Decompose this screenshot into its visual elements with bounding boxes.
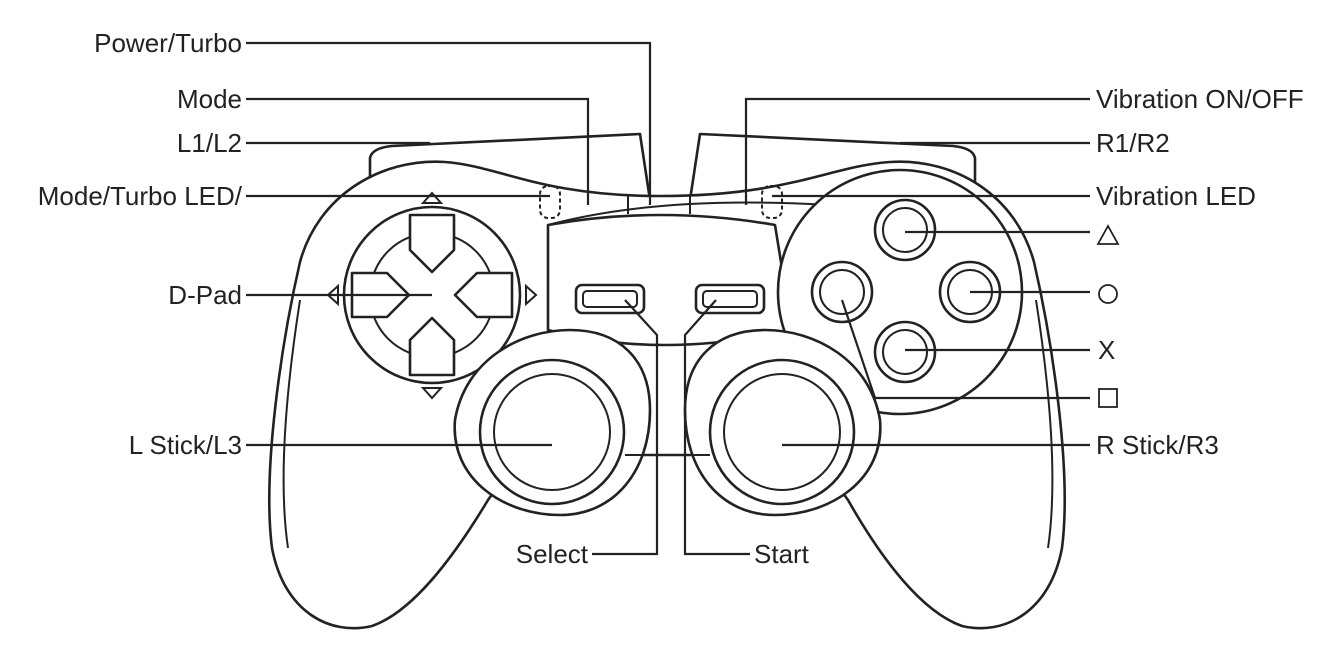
right-grip-contour — [1035, 299, 1054, 549]
circle-icon — [1098, 284, 1118, 304]
leader-start — [683, 299, 750, 556]
mode-turbo-led-indicator — [539, 185, 561, 219]
d-pad-right-arrow-icon — [525, 283, 538, 307]
d-pad-down-arrow-icon — [420, 387, 444, 400]
vibration-led-indicator — [761, 185, 783, 219]
label-mode: Mode — [177, 84, 242, 114]
leader-vibration-on-off — [744, 97, 1090, 205]
label-l1-l2: L1/L2 — [177, 128, 242, 158]
square-button-inner — [819, 269, 865, 315]
leader-mode — [246, 97, 590, 205]
d-pad-up[interactable] — [408, 213, 456, 274]
leader-power-turbo — [246, 41, 652, 205]
label-vibration-on-off: Vibration ON/OFF — [1096, 84, 1304, 114]
label-r-stick-r3: R Stick/R3 — [1096, 430, 1219, 460]
left-analog-stick[interactable] — [453, 328, 652, 517]
label-cross: X — [1098, 335, 1115, 365]
d-pad-right[interactable] — [453, 271, 514, 319]
triangle-button-inner — [882, 207, 928, 253]
right-stick-cap-inner — [723, 373, 841, 491]
triangle-icon — [1096, 224, 1120, 245]
top-ridge — [547, 201, 831, 226]
label-power-turbo: Power/Turbo — [94, 28, 242, 58]
cross-button-inner — [882, 329, 928, 375]
label-start: Start — [754, 539, 810, 569]
d-pad-up-arrow-icon — [420, 191, 444, 204]
labels: Power/Turbo Mode L1/L2 Mode/Turbo LED/ D… — [38, 28, 1304, 569]
d-pad[interactable] — [326, 191, 538, 400]
start-button-inner — [702, 290, 758, 308]
left-stick-cap[interactable] — [478, 358, 626, 506]
left-stick-cap-inner — [493, 373, 611, 491]
leader-square — [840, 299, 1090, 400]
leader-select — [592, 299, 659, 556]
label-mode-turbo-led: Mode/Turbo LED/ — [38, 181, 243, 211]
label-vibration-led: Vibration LED — [1096, 181, 1256, 211]
label-l-stick-l3: L Stick/L3 — [129, 430, 242, 460]
label-d-pad: D-Pad — [168, 280, 242, 310]
right-stick-cap[interactable] — [708, 358, 856, 506]
label-select: Select — [516, 539, 589, 569]
square-icon — [1098, 388, 1118, 408]
leader-lines — [246, 41, 1090, 556]
right-analog-stick[interactable] — [683, 328, 882, 517]
left-grip-contour — [282, 299, 301, 549]
select-button-inner — [582, 290, 638, 308]
center-panel — [546, 213, 794, 347]
label-r1-r2: R1/R2 — [1096, 128, 1170, 158]
d-pad-down[interactable] — [408, 316, 456, 377]
start-button[interactable] — [694, 283, 766, 315]
